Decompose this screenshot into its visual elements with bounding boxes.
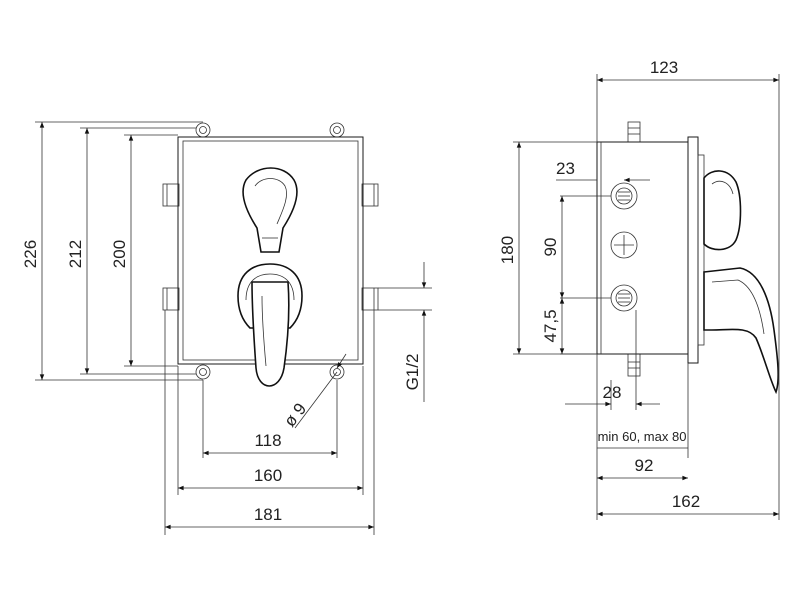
diverter-knob xyxy=(242,167,298,253)
side-knob xyxy=(703,170,742,251)
dim-28: 28 xyxy=(603,383,622,402)
dim-180: 180 xyxy=(498,236,517,264)
mounting-ear-top-right xyxy=(329,122,345,138)
dim-range: min 60, max 80 xyxy=(598,429,687,444)
connection-stubs xyxy=(162,183,379,311)
dim-92: 92 xyxy=(635,456,654,475)
dim-47-5: 47,5 xyxy=(541,309,560,342)
dim-181: 181 xyxy=(254,505,282,524)
front-view: ø 9 226 212 200 G1/2 xyxy=(21,121,432,535)
port-upper xyxy=(610,182,638,210)
nipple-top xyxy=(627,121,641,143)
dim-118: 118 xyxy=(254,431,281,450)
dim-123: 123 xyxy=(650,58,678,77)
dim-212: 212 xyxy=(66,240,85,268)
dim-162: 162 xyxy=(672,492,700,511)
dim-thread: G1/2 xyxy=(403,354,422,391)
lever-handle xyxy=(237,263,303,387)
side-view: 123 23 180 90 47,5 28 min 60, max 80 92 … xyxy=(498,58,780,520)
dim-200: 200 xyxy=(110,240,129,268)
nipple-bottom xyxy=(627,353,641,377)
dim-90: 90 xyxy=(541,238,560,257)
side-housing xyxy=(596,141,689,355)
hole-leader xyxy=(294,371,338,429)
dim-23: 23 xyxy=(556,159,575,178)
port-middle xyxy=(610,231,638,259)
dim-hole-diameter: ø 9 xyxy=(280,399,310,430)
dim-160: 160 xyxy=(254,466,282,485)
side-flange xyxy=(687,136,699,364)
dim-226: 226 xyxy=(21,240,40,268)
port-lower xyxy=(610,284,638,312)
mounting-ear-top-left xyxy=(195,122,211,138)
mounting-ear-bottom-left xyxy=(195,364,211,380)
side-lever xyxy=(703,267,779,395)
side-extension-lines xyxy=(513,74,780,520)
